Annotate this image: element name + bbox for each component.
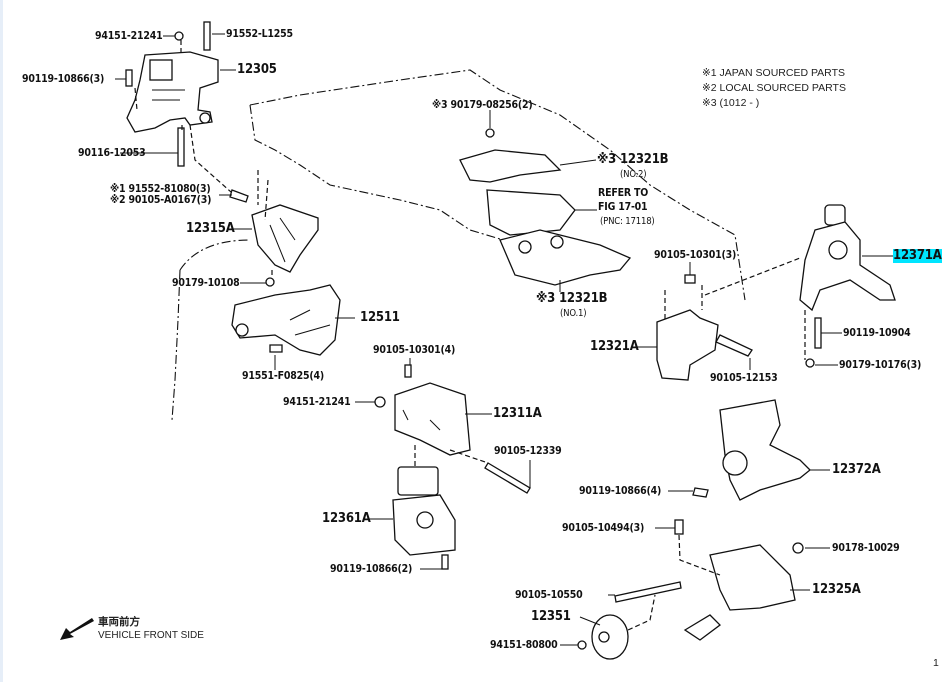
bolt-91551-F0825[interactable]	[269, 344, 283, 353]
engine-outline	[249, 69, 746, 301]
part-12321A[interactable]	[656, 309, 719, 381]
part-12305[interactable]	[126, 51, 219, 133]
label-90179-10176[interactable]: 90179-10176(3)	[839, 359, 922, 371]
leader-lines	[115, 33, 893, 646]
label-12321B-no1-sub: (NO.1)	[560, 308, 587, 319]
label-90105-12339[interactable]: 90105-12339	[494, 445, 562, 457]
nut-90179-10176[interactable]	[805, 358, 815, 368]
label-90116-12053[interactable]: 90116-12053	[78, 147, 146, 159]
bolt-90105-10301-4[interactable]	[404, 364, 412, 378]
label-94151-80800[interactable]: 94151-80800	[490, 639, 558, 651]
bolt-90119-10866-4[interactable]	[692, 487, 709, 498]
nut-90179-10108[interactable]	[265, 277, 275, 287]
bolt-90105-12153[interactable]	[715, 334, 753, 357]
label-90119-10866-3[interactable]: 90119-10866(3)	[22, 73, 105, 85]
label-12371A[interactable]: 12371A	[893, 248, 942, 263]
bolt-90119-10866-2[interactable]	[441, 554, 449, 570]
label-90105-A0167[interactable]: ※2 90105-A0167(3)	[110, 194, 212, 206]
note-3: ※3 (1012 - )	[702, 97, 760, 109]
label-94151-21241-mid[interactable]: 94151-21241	[283, 396, 351, 408]
stud-90116-12053[interactable]	[177, 127, 185, 167]
label-12511[interactable]: 12511	[360, 310, 400, 325]
nut-90179-08256[interactable]	[485, 128, 495, 138]
label-90105-10301-3[interactable]: 90105-10301(3)	[654, 249, 737, 261]
label-91552-81080[interactable]: ※1 91552-81080(3)	[110, 183, 211, 195]
nut-90178-10029[interactable]	[792, 542, 804, 554]
bolt-90119-10904[interactable]	[814, 317, 822, 349]
engine-side-line	[171, 269, 181, 421]
engine-arc	[179, 239, 251, 271]
part-12315A[interactable]	[251, 204, 319, 273]
label-90119-10904[interactable]: 90119-10904	[843, 327, 911, 339]
label-90105-12153[interactable]: 90105-12153	[710, 372, 778, 384]
note-1: ※1 JAPAN SOURCED PARTS	[702, 67, 845, 79]
label-12372A[interactable]: 12372A	[832, 462, 881, 477]
bolt-90105-10550[interactable]	[614, 581, 682, 603]
label-12325A[interactable]: 12325A	[812, 582, 861, 597]
label-12305[interactable]: 12305	[237, 62, 277, 77]
label-90119-10866-4[interactable]: 90119-10866(4)	[579, 485, 662, 497]
arrow-down-left-icon	[60, 618, 94, 640]
part-12311A[interactable]	[394, 382, 471, 456]
label-refer-to: REFER TO	[598, 187, 649, 199]
note-2: ※2 LOCAL SOURCED PARTS	[702, 82, 846, 94]
bolt-91552-81080[interactable]	[229, 189, 249, 203]
direction-en: VEHICLE FRONT SIDE	[98, 630, 204, 641]
label-90178-10029[interactable]: 90178-10029	[832, 542, 900, 554]
label-refer-pnc: (PNC: 17118)	[600, 216, 655, 227]
label-90119-10866-2[interactable]: 90119-10866(2)	[330, 563, 413, 575]
label-90105-10550[interactable]: 90105-10550	[515, 589, 583, 601]
part-12511[interactable]	[231, 284, 341, 356]
label-90179-10108[interactable]: 90179-10108	[172, 277, 240, 289]
bolt-91552-L1255[interactable]	[203, 21, 211, 51]
label-refer-fig[interactable]: FIG 17-01	[598, 201, 648, 213]
label-12351[interactable]: 12351	[531, 609, 571, 624]
part-12371A[interactable]	[799, 204, 896, 312]
part-12372A[interactable]	[719, 399, 811, 501]
bolt-90105-10301-3[interactable]	[684, 274, 696, 284]
part-12325A[interactable]	[683, 544, 796, 641]
label-12361A[interactable]: 12361A	[322, 511, 371, 526]
label-90105-10301-4[interactable]: 90105-10301(4)	[373, 344, 456, 356]
label-12321B-no2-sub: (NO.2)	[620, 169, 647, 180]
bolt-90105-10494[interactable]	[674, 519, 684, 535]
direction-jp: 車両前方	[98, 616, 140, 628]
engine-outline-lower	[249, 104, 521, 246]
bolt-90105-12339[interactable]	[484, 462, 531, 494]
label-91551-F0825[interactable]: 91551-F0825(4)	[242, 370, 324, 382]
part-12361A[interactable]	[392, 466, 456, 556]
label-12315A[interactable]: 12315A	[186, 221, 235, 236]
label-90105-10494[interactable]: 90105-10494(3)	[562, 522, 645, 534]
label-12311A[interactable]: 12311A	[493, 406, 542, 421]
label-90179-08256[interactable]: ※3 90179-08256(2)	[432, 99, 533, 111]
label-12321B-no1[interactable]: ※3 12321B	[536, 291, 608, 306]
nut-94151-21241-mid[interactable]	[374, 396, 386, 408]
part-12351[interactable]	[591, 614, 629, 660]
nut-94151-21241-top[interactable]	[174, 31, 184, 41]
bracket-refer-fig-17-01[interactable]	[486, 189, 576, 236]
label-91552-L1255[interactable]: 91552-L1255	[226, 28, 293, 40]
part-12321B-no2[interactable]	[459, 149, 562, 183]
bolt-90119-10866-3[interactable]	[125, 69, 133, 87]
label-12321B-no2[interactable]: ※3 12321B	[597, 152, 669, 167]
left-border	[0, 0, 3, 682]
label-94151-21241-top[interactable]: 94151-21241	[95, 30, 163, 42]
page-number: 1	[933, 657, 939, 669]
nut-94151-80800[interactable]	[577, 640, 587, 650]
label-12321A[interactable]: 12321A	[590, 339, 639, 354]
part-12321B-no1[interactable]	[499, 229, 632, 286]
